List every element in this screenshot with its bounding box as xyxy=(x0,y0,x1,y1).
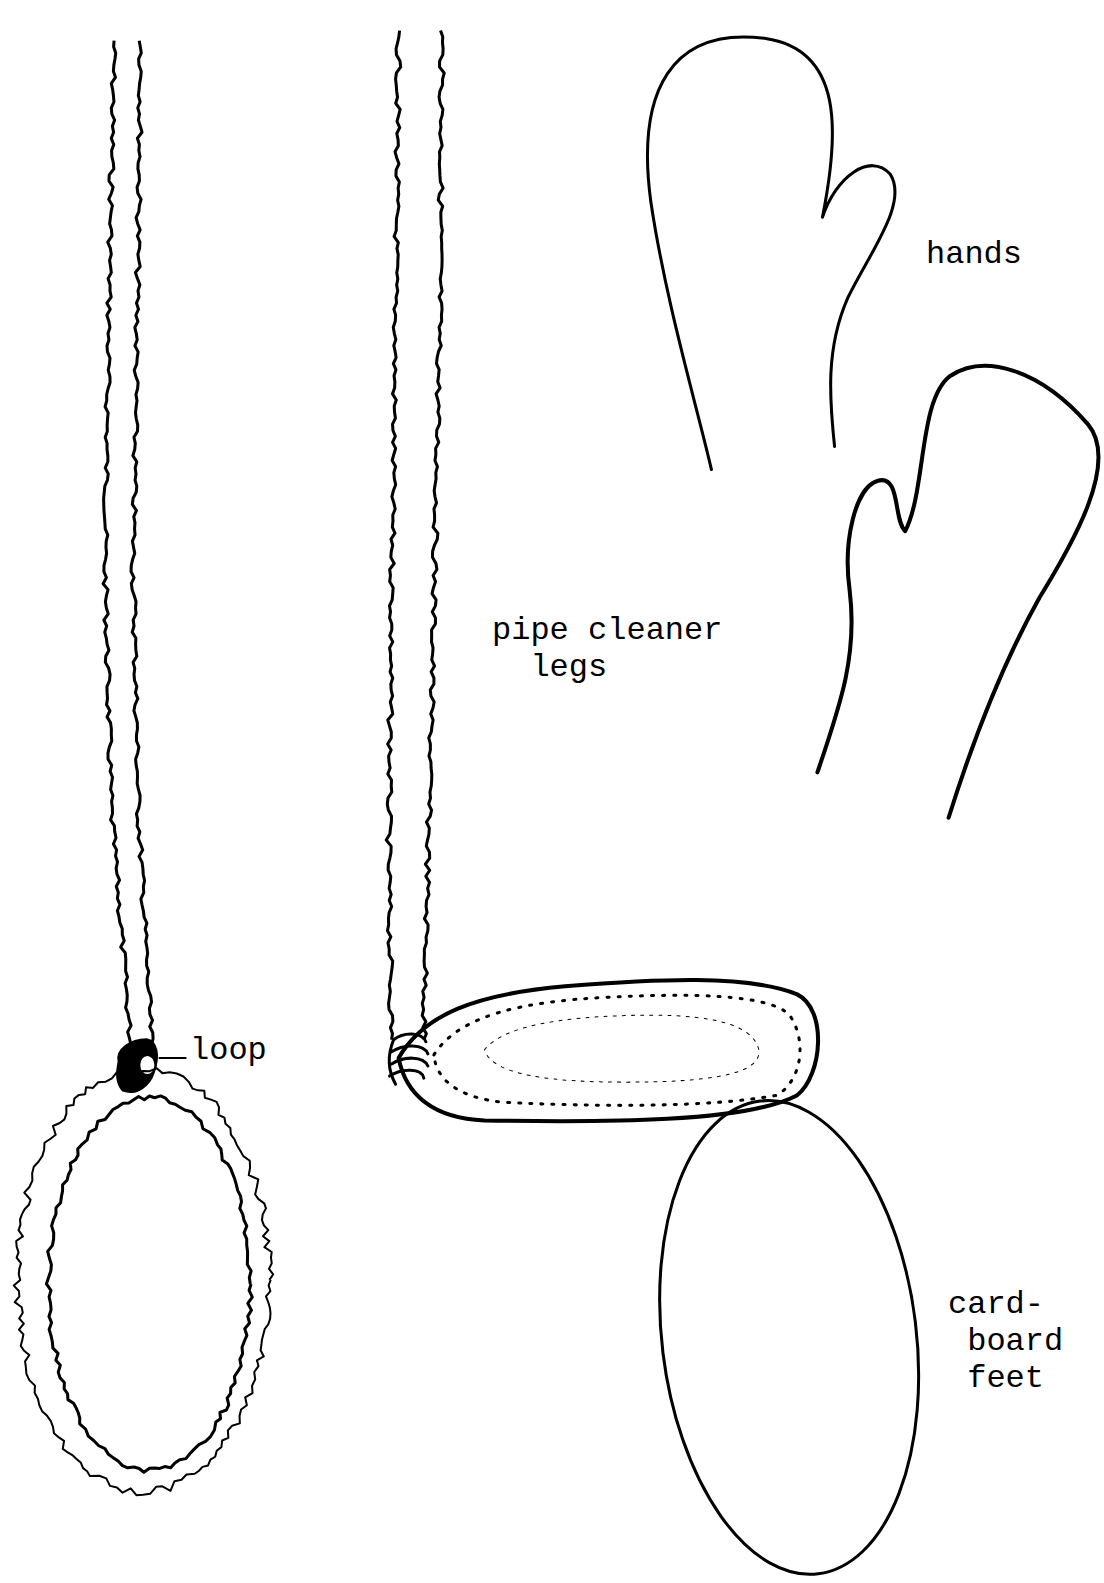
part-label: pipe cleaner legs xyxy=(492,612,770,686)
cardboard-foot xyxy=(634,1086,944,1583)
pipe-cleaner-foot-loop xyxy=(14,1066,273,1495)
hand-outline xyxy=(817,366,1098,818)
leader-line xyxy=(159,1057,185,1059)
loop-knot xyxy=(118,1040,157,1092)
pipe-cleaner-foot-loop xyxy=(46,1096,252,1472)
part-label: hands xyxy=(926,236,1022,273)
pipe-cleaner-leg xyxy=(103,41,131,1050)
part-label: loop xyxy=(190,1032,267,1069)
pipe-cleaner-leg xyxy=(422,31,444,1040)
pipe-cleaner-leg xyxy=(131,41,153,1045)
foot-inner-dotted xyxy=(484,1015,759,1082)
hand-outline xyxy=(648,37,896,470)
foot-inner-dotted xyxy=(434,995,800,1105)
pipe-cleaner-leg xyxy=(386,31,400,1040)
pipe-cleaner-wraps xyxy=(389,1034,428,1084)
part-label: card- board feet xyxy=(948,1286,1073,1397)
foot-side-view xyxy=(399,980,818,1121)
